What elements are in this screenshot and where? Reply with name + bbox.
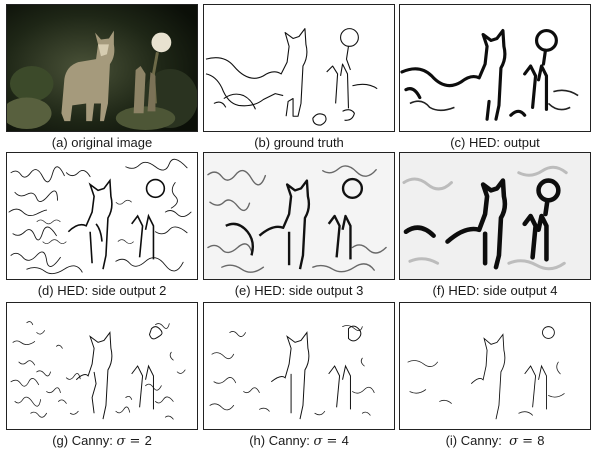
equals-sign: = bbox=[322, 434, 342, 449]
panel-canny-sigma-4: (h) Canny: σ = 4 bbox=[203, 302, 395, 452]
caption-canny-sigma-4: (h) Canny: σ = 4 bbox=[203, 433, 395, 449]
caption-hed-side-output-3: (e) HED: side output 3 bbox=[234, 283, 364, 298]
panel-canny-sigma-2: (g) Canny: σ = 2 bbox=[6, 302, 198, 452]
panel-hed-side-output-4: (f) HED: side output 4 bbox=[399, 152, 591, 302]
panel-hed-side-output-3: (e) HED: side output 3 bbox=[203, 152, 395, 302]
ground-truth-edges-image bbox=[203, 4, 395, 132]
panel-canny-sigma-8: (i) Canny: σ = 8 bbox=[399, 302, 591, 452]
sigma-symbol: σ bbox=[116, 434, 126, 449]
caption-canny-sigma-2-prefix: (g) Canny: bbox=[52, 433, 117, 448]
panel-original-image: (a) original image bbox=[6, 4, 198, 154]
hed-side-output-4-image bbox=[399, 152, 591, 280]
original-photo-image bbox=[6, 4, 198, 132]
panel-hed-output: (c) HED: output bbox=[399, 4, 591, 154]
caption-canny-sigma-8-prefix: (i) Canny: bbox=[445, 433, 510, 448]
hed-side-output-3-image bbox=[203, 152, 395, 280]
sigma-value: 4 bbox=[341, 433, 349, 448]
canny-sigma-4-image bbox=[203, 302, 395, 430]
panel-hed-side-output-2: (d) HED: side output 2 bbox=[6, 152, 198, 302]
caption-hed-output: (c) HED: output bbox=[450, 135, 540, 150]
hed-output-edges-image bbox=[399, 4, 591, 132]
sigma-symbol: σ bbox=[509, 434, 519, 449]
caption-original-image: (a) original image bbox=[51, 135, 153, 150]
canny-sigma-2-image bbox=[6, 302, 198, 430]
caption-canny-sigma-4-prefix: (h) Canny: bbox=[249, 433, 314, 448]
sigma-symbol: σ bbox=[313, 434, 323, 449]
caption-ground-truth: (b) ground truth bbox=[254, 135, 344, 150]
sigma-value: 8 bbox=[537, 433, 545, 448]
caption-hed-side-output-4: (f) HED: side output 4 bbox=[432, 283, 558, 298]
equals-sign: = bbox=[125, 434, 145, 449]
caption-canny-sigma-8: (i) Canny: σ = 8 bbox=[399, 433, 591, 449]
sigma-value: 2 bbox=[144, 433, 152, 448]
caption-hed-side-output-2: (d) HED: side output 2 bbox=[37, 283, 167, 298]
canny-sigma-8-image bbox=[399, 302, 591, 430]
caption-canny-sigma-2: (g) Canny: σ = 2 bbox=[6, 433, 198, 449]
equals-sign: = bbox=[518, 434, 538, 449]
panel-ground-truth: (b) ground truth bbox=[203, 4, 395, 154]
hed-side-output-2-image bbox=[6, 152, 198, 280]
